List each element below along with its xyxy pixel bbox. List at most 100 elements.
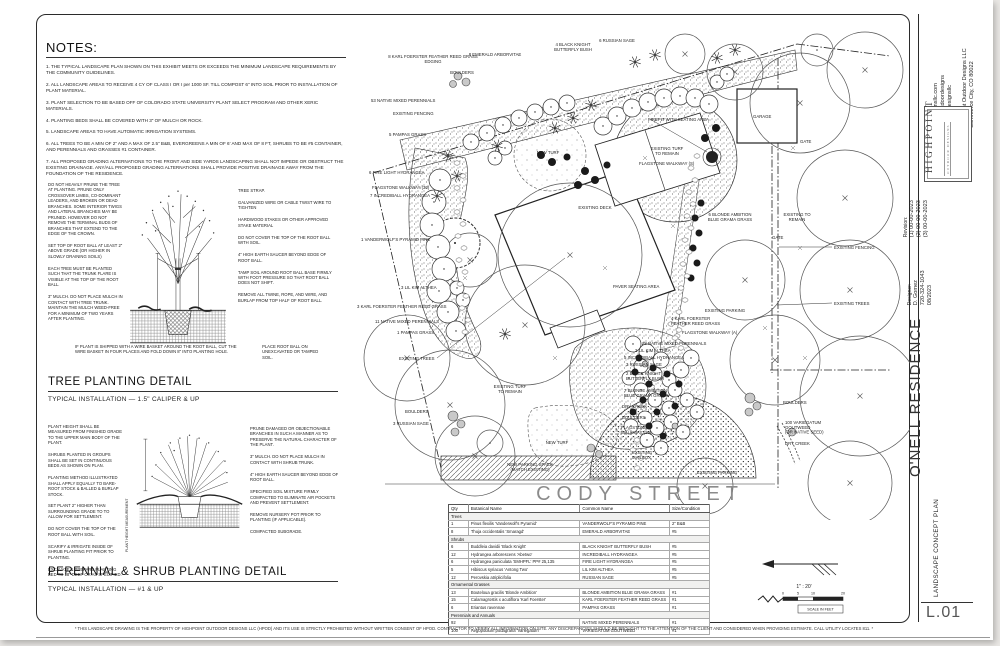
project-title: O'NELL RESIDENCE <box>907 317 924 477</box>
flagstone-symbol <box>637 455 645 461</box>
shrub-detail-callout: PLANT HEIGHT SHALL BE MEASURED FROM FINI… <box>48 424 122 446</box>
turf-mark <box>797 245 803 251</box>
schedule-column-header: Common Name <box>579 504 670 513</box>
designer-line: 720-324-1043 <box>920 270 927 306</box>
schedule-cell: #5 <box>669 542 711 551</box>
logo-subtitle: OUTDOOR DESIGNS <box>944 122 951 176</box>
flagstone-symbol <box>667 321 675 327</box>
bottom-hairline <box>36 637 990 638</box>
revision-block: Revision: (1) 00-00-2023(2) 00-00-2023(3… <box>903 200 930 237</box>
ornamental-grass-symbol <box>549 122 561 134</box>
flagstone-symbol <box>693 153 701 159</box>
boulder-symbol <box>449 80 457 88</box>
existing-tree-symbol <box>363 314 451 402</box>
ornamental-grass-symbol <box>729 44 741 56</box>
existing-tree-symbol <box>434 415 516 497</box>
tree-detail-callout: PLACE ROOT BALL ON UNEXCAVATED OR TAMPED… <box>262 344 319 360</box>
tree-detail-callout: TAMP SOIL AROUND ROOT BALL BASE FIRMLY W… <box>238 269 332 286</box>
dark-plant-symbol <box>631 368 639 376</box>
turf-mark <box>602 265 608 271</box>
ornamental-grass-symbol <box>649 49 661 61</box>
flagstone-symbol <box>462 293 470 299</box>
schedule-cell: Thuja occidentalis 'Smaragd' <box>468 527 581 536</box>
turf-mark <box>790 145 796 151</box>
entry-step <box>549 309 606 349</box>
note-item: 2. ALL LANDSCAPE AREAS TO RECEIVE 4 CY O… <box>46 81 339 94</box>
tree-detail-left-callouts: DO NOT HEAVILY PRUNE THE TREE AT PLANTIN… <box>48 182 124 328</box>
flagstone-symbol <box>453 160 461 166</box>
tree-detail-callout: GALVANIZED WIRE OR CABLE TWIST WIRE TO T… <box>238 199 332 211</box>
tree-planting-sketch <box>130 190 226 344</box>
tree-detail-subtitle: TYPICAL INSTALLATION — 1.5" CALIPER & UP <box>48 396 200 403</box>
flagstone-symbol <box>454 233 462 239</box>
boulder-symbol <box>787 427 797 437</box>
schedule-cell: #1 <box>669 618 711 627</box>
existing-tree-symbol <box>464 264 586 386</box>
dark-plant-symbol <box>659 432 667 440</box>
shrub-detail-callout: PRUNE DAMAGED OR OBJECTIONABLE BRANCHES … <box>250 426 337 448</box>
shrub-detail-callout: DO NOT COVER THE TOP OF THE ROOT BALL WI… <box>48 526 116 537</box>
flagstone-symbol <box>677 345 685 351</box>
plan-label: EXISTING TREES <box>834 301 870 306</box>
shrub-detail-callout: REMOVE NURSERY POT PRIOR TO PLANTING (IF… <box>250 511 321 523</box>
schedule-cell: #1 <box>669 588 711 597</box>
schedule-cell: #1 <box>669 596 711 605</box>
schedule-section-row: Perennials and Annuals <box>448 611 710 620</box>
plan-label: 3 RUSSIAN SAGE <box>393 421 429 426</box>
schedule-cell: 92 <box>448 618 469 627</box>
shrub-detail-callout: COMPACTED SUBGRADE. <box>250 529 303 535</box>
scale-bar: 0 5 10 20 SCALE IN FEET <box>757 592 845 614</box>
schedule-section-row: Shrubs <box>448 535 710 544</box>
shrub-detail-callout: SET PLANT 2" HIGHER THAN SURROUNDING GRA… <box>48 503 110 520</box>
schedule-cell: EMERALD ARBORVITAE <box>579 527 670 536</box>
dark-plant-symbol <box>701 134 709 142</box>
schedule-cell: 12 <box>448 573 469 582</box>
dark-plant-symbol <box>712 124 720 132</box>
schedule-cell: LIL KIM ALTHEA <box>579 565 670 574</box>
shrub-planting-sketch <box>136 434 243 528</box>
turf-mark <box>670 223 676 229</box>
plan-label: 1 PAMPAS GRASS <box>397 330 434 335</box>
existing-tree-symbol <box>800 33 834 67</box>
revision-line: (2) 00-00-2023 <box>916 200 923 238</box>
existing-tree-symbol <box>664 33 706 75</box>
plan-label: 2 LIL KIM ALTHEA <box>635 348 671 353</box>
schedule-cell: 6 <box>448 603 469 612</box>
ornamental-grass-symbol <box>567 112 579 124</box>
flagstone-symbol <box>633 437 641 443</box>
dark-plant-symbol <box>697 199 705 207</box>
designer-line: 08/2023 <box>927 284 934 306</box>
plant-height-dim-label: PLANT HEIGHT MEASUREMENT <box>125 498 129 552</box>
flagstone-symbol <box>675 327 683 333</box>
dark-plant-symbol <box>695 229 703 237</box>
schedule-cell: 100 <box>448 626 469 635</box>
dark-plant-symbol <box>691 214 699 222</box>
tree-detail-callout: IF PLANT IS SHIPPED WITH A WIRE BASKET A… <box>75 344 237 355</box>
tree-detail-callout: TREE STRAP. <box>238 188 265 193</box>
dark-plant-symbol <box>675 380 683 388</box>
leader-lines <box>424 118 833 359</box>
shrub-detail-subtitle: TYPICAL INSTALLATION — #1 & UP <box>48 586 164 593</box>
flagstone-symbol <box>691 177 699 183</box>
boulder-symbol <box>461 77 471 87</box>
tree-detail-underline <box>48 391 338 392</box>
dark-plant-symbol <box>537 151 545 159</box>
shrub-detail-right-callouts: PRUNE DAMAGED OR OBJECTIONABLE BRANCHES … <box>250 426 340 541</box>
shrub-detail-callout: PLANTING METHOD ILLUSTRATED SHALL APPLY … <box>48 475 119 497</box>
tree-detail-callout: REMOVE ALL TWINE, ROPE, AND WIRE, AND BU… <box>238 292 328 303</box>
tree-detail-callout: DO NOT COVER THE TOP OF THE ROOT BALL WI… <box>238 234 331 246</box>
plan-label: NEW TURF <box>546 440 569 445</box>
shrub-detail-callout: SCARIFY & IRRIGATE INSIDE OF SHRUB PLANT… <box>48 543 114 560</box>
